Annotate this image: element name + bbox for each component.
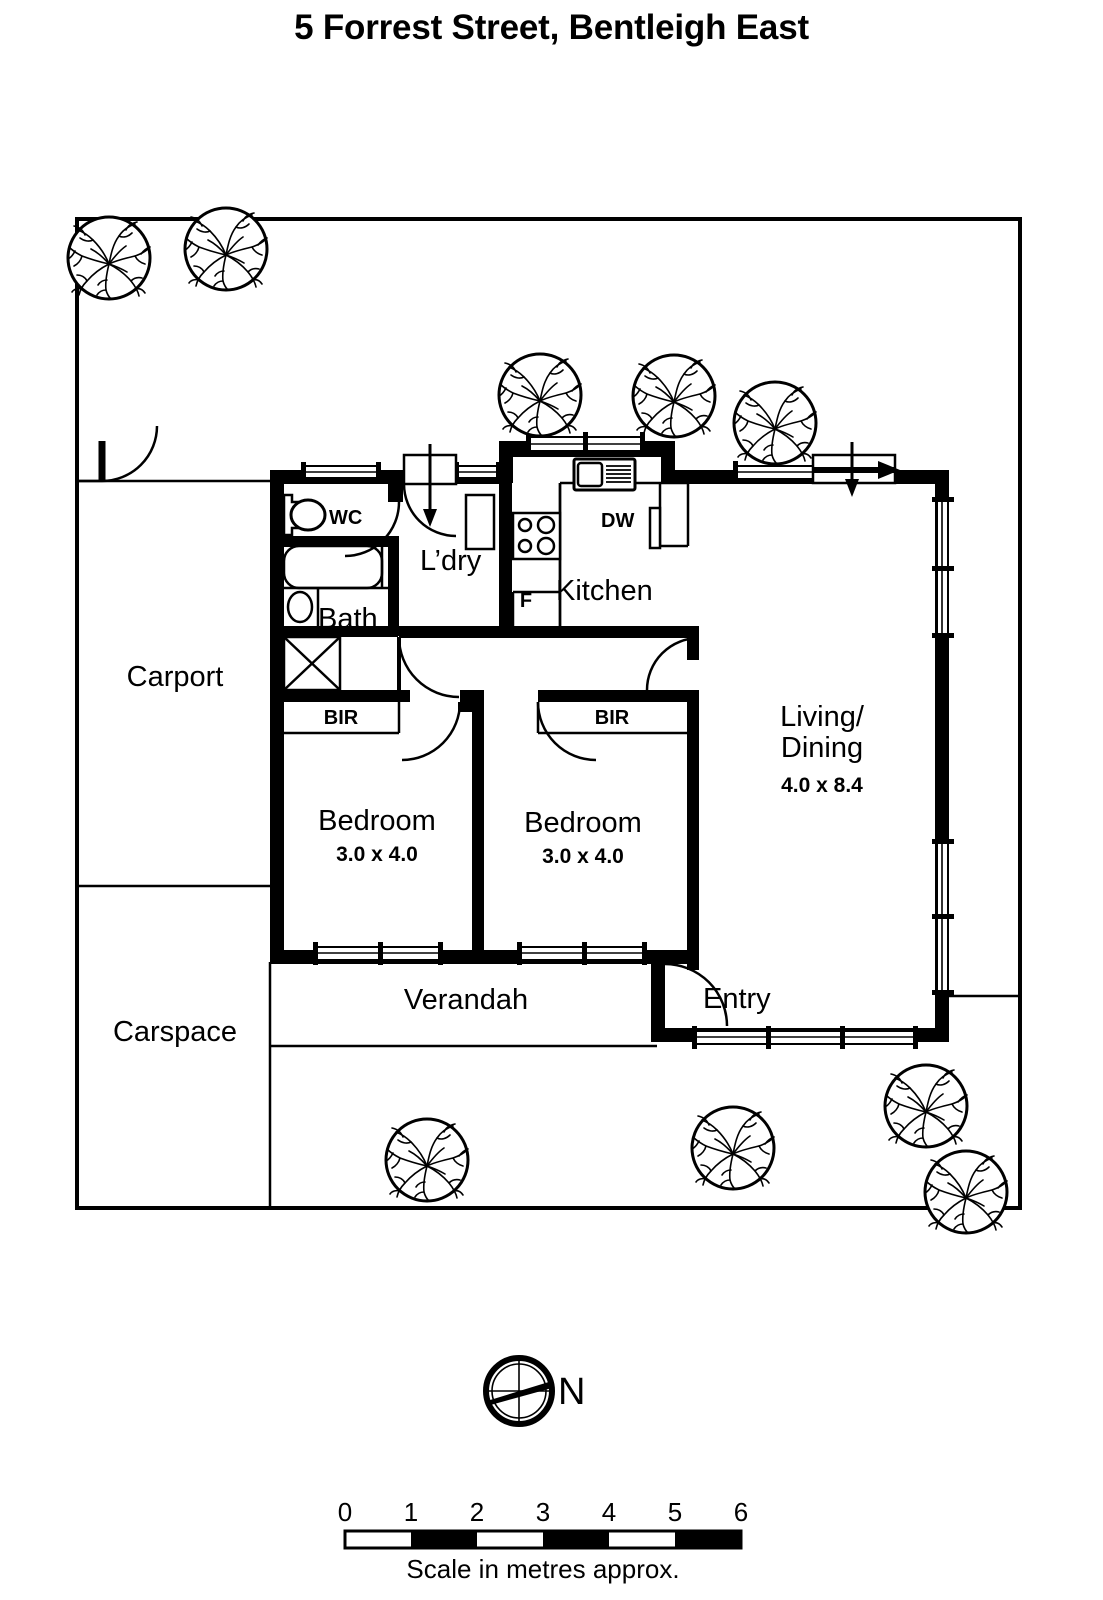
page-title: 5 Forrest Street, Bentleigh East [294, 8, 809, 47]
scale-tick-6: 6 [734, 1497, 748, 1527]
label-wc: WC [329, 507, 362, 529]
scale-tick-1: 1 [404, 1497, 418, 1527]
label-laundry: L’dry [420, 545, 482, 577]
label-carspace: Carspace [113, 1016, 237, 1048]
kitchen-appliances [517, 457, 662, 556]
label-carport: Carport [127, 661, 224, 693]
label-bedroom-1-dimensions: 3.0 x 4.0 [336, 843, 418, 866]
scale-tick-2: 2 [470, 1497, 484, 1527]
label-built-in-robe-2: BIR [595, 707, 630, 729]
window-living-east-upper [932, 497, 954, 638]
scale-bar: 0 1 2 3 4 5 6 Scale in metres approx. [338, 1497, 748, 1584]
door-bedroom-2 [536, 701, 597, 762]
door-laundry-external [402, 444, 458, 538]
scale-tick-5: 5 [668, 1497, 682, 1527]
window-wc [301, 462, 381, 482]
label-living-dining-line1: Living/ [780, 701, 865, 733]
label-living-dining-dimensions: 4.0 x 8.4 [781, 774, 863, 797]
tree-icon [497, 352, 583, 438]
scale-tick-3: 3 [536, 1497, 550, 1527]
tree-icon [66, 215, 152, 301]
tree-icon [631, 353, 717, 439]
tree-icon [183, 206, 269, 292]
door-bath [397, 636, 460, 699]
north-compass: N [483, 1355, 585, 1427]
label-built-in-robe-1: BIR [324, 707, 359, 729]
window-bedroom-2 [517, 942, 647, 965]
door-wc [344, 484, 403, 558]
sink-icon [572, 457, 637, 492]
tree-icon [732, 380, 818, 466]
door-entry [664, 962, 729, 1027]
label-entry: Entry [703, 983, 771, 1015]
label-bedroom-1: Bedroom [318, 805, 436, 837]
door-living [645, 636, 700, 691]
tree-icon [384, 1117, 470, 1203]
window-laundry [454, 462, 501, 482]
scale-tick-0: 0 [338, 1497, 352, 1527]
label-kitchen: Kitchen [556, 575, 653, 607]
doors [344, 442, 900, 1027]
door-bedroom-1 [401, 701, 462, 762]
label-bedroom-2: Bedroom [524, 807, 642, 839]
tree-icon [923, 1149, 1009, 1235]
label-verandah: Verandah [404, 984, 528, 1016]
joinery-lines [282, 481, 690, 735]
cooktop-icon [517, 515, 556, 556]
window-living-east-lower [932, 839, 954, 995]
tree-icon [883, 1063, 969, 1149]
label-dishwasher: DW [601, 510, 634, 532]
room-labels: Carport Carspace WC Bath L’dry Kitchen L… [113, 507, 865, 1048]
label-bath: Bath [318, 603, 378, 635]
label-north: N [558, 1371, 585, 1413]
carport-carspace-lines [77, 425, 1020, 1208]
sliding-door-living [811, 442, 900, 497]
window-kitchen [526, 432, 645, 456]
dishwasher-icon [648, 506, 662, 550]
tree-icon [690, 1105, 776, 1191]
window-bedroom-1 [313, 942, 443, 965]
scale-caption: Scale in metres approx. [406, 1554, 679, 1584]
scale-tick-4: 4 [602, 1497, 616, 1527]
windows [301, 432, 954, 1049]
label-fridge: F [520, 590, 532, 612]
label-living-dining-line2: Dining [781, 732, 863, 764]
window-entry-south [692, 1026, 918, 1049]
label-bedroom-2-dimensions: 3.0 x 4.0 [542, 845, 624, 868]
site-boundary [75, 217, 1022, 1210]
